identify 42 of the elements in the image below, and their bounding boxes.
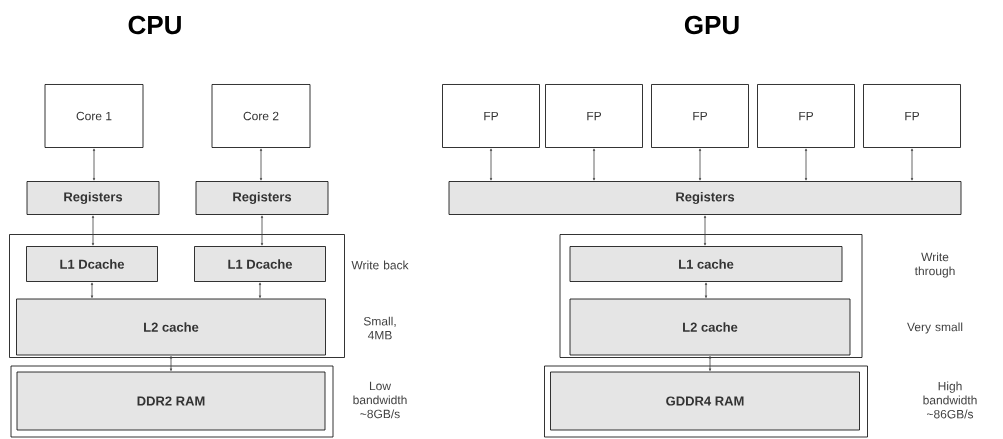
core-box: FP (863, 84, 961, 148)
annotation: Low bandwidth ~8GB/s (353, 381, 407, 419)
arrow (169, 356, 173, 371)
arrow (910, 148, 914, 181)
memory-box: DDR2 RAM (10, 365, 334, 438)
arrow (259, 148, 263, 181)
memory-box: GDDR4 RAM (544, 365, 868, 438)
core-box: FP (757, 84, 855, 148)
arrow (258, 282, 262, 298)
annotation: High bandwidth ~86GB/s (923, 381, 977, 419)
arrow (92, 148, 96, 181)
cache-box: Registers (195, 181, 329, 215)
cache-box: L1 cache (569, 246, 843, 282)
arrow (704, 282, 708, 298)
arrow (592, 148, 596, 181)
annotation: Very small (907, 322, 963, 334)
core-box: Core 1 (44, 84, 144, 148)
arrow (703, 215, 707, 246)
arrow (90, 282, 94, 298)
annotation: Write through (914, 252, 955, 278)
cache-box: Registers (448, 181, 962, 215)
cache-box: L1 Dcache (194, 246, 326, 282)
arrow (698, 148, 702, 181)
cache-box: L2 cache (16, 298, 326, 356)
cache-box: Registers (26, 181, 160, 215)
arrow (91, 215, 95, 246)
column-title: CPU (128, 15, 181, 35)
cache-box: L2 cache (569, 298, 851, 356)
cache-group-box (9, 234, 345, 358)
arrow (489, 148, 493, 181)
arrow (804, 148, 808, 181)
cache-group-box (559, 234, 863, 358)
core-box: FP (545, 84, 643, 148)
column-title: GPU (684, 15, 739, 35)
cache-box: L1 Dcache (26, 246, 158, 282)
annotation: Small, 4MB (363, 316, 396, 340)
core-box: FP (442, 84, 540, 148)
core-box: FP (651, 84, 749, 148)
annotation: Write back (351, 260, 409, 270)
arrow (708, 356, 712, 371)
arrow (260, 215, 264, 246)
core-box: Core 2 (211, 84, 311, 148)
